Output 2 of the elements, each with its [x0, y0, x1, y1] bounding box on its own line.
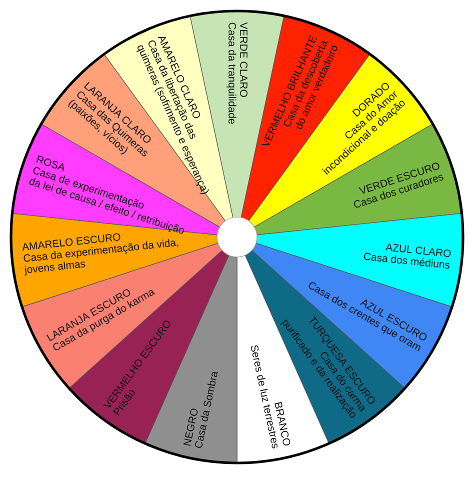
sector-description: Casa da tranquilidade — [226, 22, 236, 124]
sector-heading: VERDE CLARO — [240, 22, 248, 97]
